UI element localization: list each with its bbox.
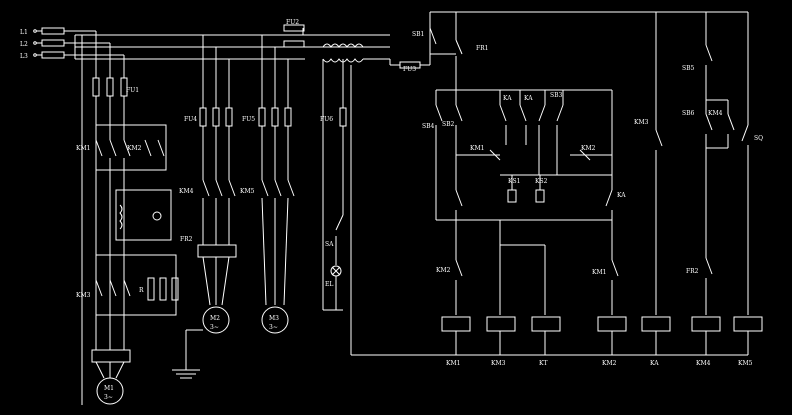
m3-branch xyxy=(258,35,295,334)
coil-label-ka: KA xyxy=(650,360,659,367)
coil-label-km5: KM5 xyxy=(738,360,753,367)
label-fr2-ctrl: FR2 xyxy=(686,268,699,275)
motor-m1-name: M1 xyxy=(104,385,114,392)
control-circuit: SB1 FR1 FU3 SB4 SB2 KA KA SB3 KM1 KM2 KS… xyxy=(350,11,763,367)
label-km1-ctrl: KM1 xyxy=(470,145,484,152)
motor-m3-type: 3~ xyxy=(269,324,278,331)
label-el: EL xyxy=(325,281,333,288)
label-ks1: KS1 xyxy=(508,178,520,185)
motor-m2-name: M2 xyxy=(210,315,220,322)
label-ka-1: KA xyxy=(503,95,512,102)
label-sb6: SB6 xyxy=(682,110,695,117)
incoming-lines xyxy=(33,27,390,405)
m2-branch xyxy=(172,35,237,379)
label-km2-interlock: KM2 xyxy=(436,267,451,274)
label-l3: L3 xyxy=(20,53,28,60)
control-wiring xyxy=(350,11,763,356)
label-km3-ctrl: KM3 xyxy=(634,119,649,126)
label-fu3: FU3 xyxy=(403,66,416,73)
label-km5-main: KM5 xyxy=(240,188,255,195)
coil-label-km4: KM4 xyxy=(696,360,711,367)
label-fu4: FU4 xyxy=(184,116,197,123)
label-fr1: FR1 xyxy=(476,45,489,52)
lamp-circuit xyxy=(283,24,391,311)
label-l1: L1 xyxy=(20,29,28,36)
label-fr2-main: FR2 xyxy=(180,236,193,243)
label-l2: L2 xyxy=(20,41,28,48)
label-sb4: SB4 xyxy=(422,123,435,130)
power-circuit: L1 L2 L3 xyxy=(20,19,391,405)
label-km2-main: KM2 xyxy=(127,145,142,152)
m1-branch xyxy=(91,31,179,405)
label-km4-main: KM4 xyxy=(179,188,194,195)
coil-label-km2: KM2 xyxy=(602,360,617,367)
label-sb2: SB2 xyxy=(442,121,455,128)
label-fu6: FU6 xyxy=(320,116,333,123)
label-km3-main: KM3 xyxy=(76,292,91,299)
label-fu1: FU1 xyxy=(126,87,139,94)
label-ks2: KS2 xyxy=(535,178,548,185)
motor-m2-type: 3~ xyxy=(210,324,219,331)
motor-m3-name: M3 xyxy=(269,315,279,322)
label-ka-2: KA xyxy=(524,95,533,102)
label-r: R xyxy=(139,287,144,294)
coil-label-km3: KM3 xyxy=(491,360,506,367)
label-km1-main: KM1 xyxy=(76,145,90,152)
coil-label-km1: KM1 xyxy=(446,360,460,367)
label-sa: SA xyxy=(325,241,334,248)
label-fu5: FU5 xyxy=(242,116,255,123)
label-sb5: SB5 xyxy=(682,65,695,72)
label-km4-ctrl: KM4 xyxy=(708,110,723,117)
label-km1-interlock: KM1 xyxy=(592,269,606,276)
label-km2-ctrl: KM2 xyxy=(581,145,596,152)
label-sq: SQ xyxy=(754,135,763,142)
label-sb3: SB3 xyxy=(550,92,563,99)
label-sb1: SB1 xyxy=(412,31,424,38)
label-fu2: FU2 xyxy=(286,19,299,26)
label-ka-3: KA xyxy=(617,192,626,199)
motor-m1-type: 3~ xyxy=(104,394,113,401)
coil-label-kt: KT xyxy=(539,360,547,367)
